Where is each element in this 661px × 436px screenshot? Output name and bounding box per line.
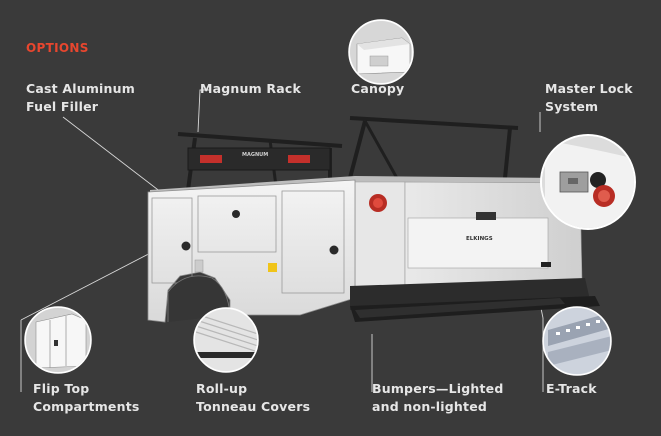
- label-fuel-filler-line-2: Fuel Filler: [26, 99, 99, 114]
- label-etrack: E-Track: [546, 380, 597, 398]
- magnum-rack: [177, 116, 519, 191]
- label-master-lock-line-2: System: [545, 99, 599, 114]
- label-etrack-line-1: E-Track: [546, 381, 597, 396]
- label-flip-top-line-2: Compartments: [33, 399, 140, 414]
- tailgate-handle: [476, 212, 496, 220]
- rack-logo: MAGNUM: [242, 152, 269, 158]
- label-flip-top: Flip Top Compartments: [33, 380, 140, 416]
- canopy-thumbnail: [348, 19, 414, 85]
- fuel-filler: [268, 263, 277, 272]
- master-lock-thumbnail: [540, 134, 636, 230]
- compartment-door-3: [281, 190, 345, 294]
- compartment-door-1: [151, 197, 193, 284]
- flip-top-thumbnail: [24, 306, 92, 374]
- label-canopy-line-1: Canopy: [351, 81, 405, 96]
- label-tonneau-line-2: Tonneau Covers: [196, 399, 311, 414]
- tailgate: [407, 217, 549, 269]
- e-track-thumbnail: [542, 306, 612, 376]
- label-canopy: Canopy: [351, 80, 404, 98]
- tonneau-thumbnail: [193, 307, 259, 373]
- label-magnum-rack: Magnum Rack: [200, 80, 301, 98]
- label-tonneau-line-1: Roll-up: [196, 381, 248, 396]
- label-bumpers-line-1: Bumpers—Lighted: [372, 381, 504, 396]
- compartment-door-2: [197, 195, 277, 253]
- label-flip-top-line-1: Flip Top: [33, 381, 90, 396]
- options-header: OPTIONS: [26, 41, 89, 55]
- label-fuel-filler: Cast Aluminum Fuel Filler: [26, 80, 135, 116]
- label-magnum-rack-line-1: Magnum Rack: [200, 81, 301, 96]
- label-master-lock-line-1: Master Lock: [545, 81, 633, 96]
- label-master-lock: Master Lock System: [545, 80, 633, 116]
- label-tonneau: Roll-up Tonneau Covers: [196, 380, 310, 416]
- tailgate-logo: ELKINGS: [466, 236, 493, 242]
- label-bumpers: Bumpers—Lighted and non-lighted: [372, 380, 503, 416]
- label-bumpers-line-2: and non-lighted: [372, 399, 488, 414]
- label-fuel-filler-line-1: Cast Aluminum: [26, 81, 135, 96]
